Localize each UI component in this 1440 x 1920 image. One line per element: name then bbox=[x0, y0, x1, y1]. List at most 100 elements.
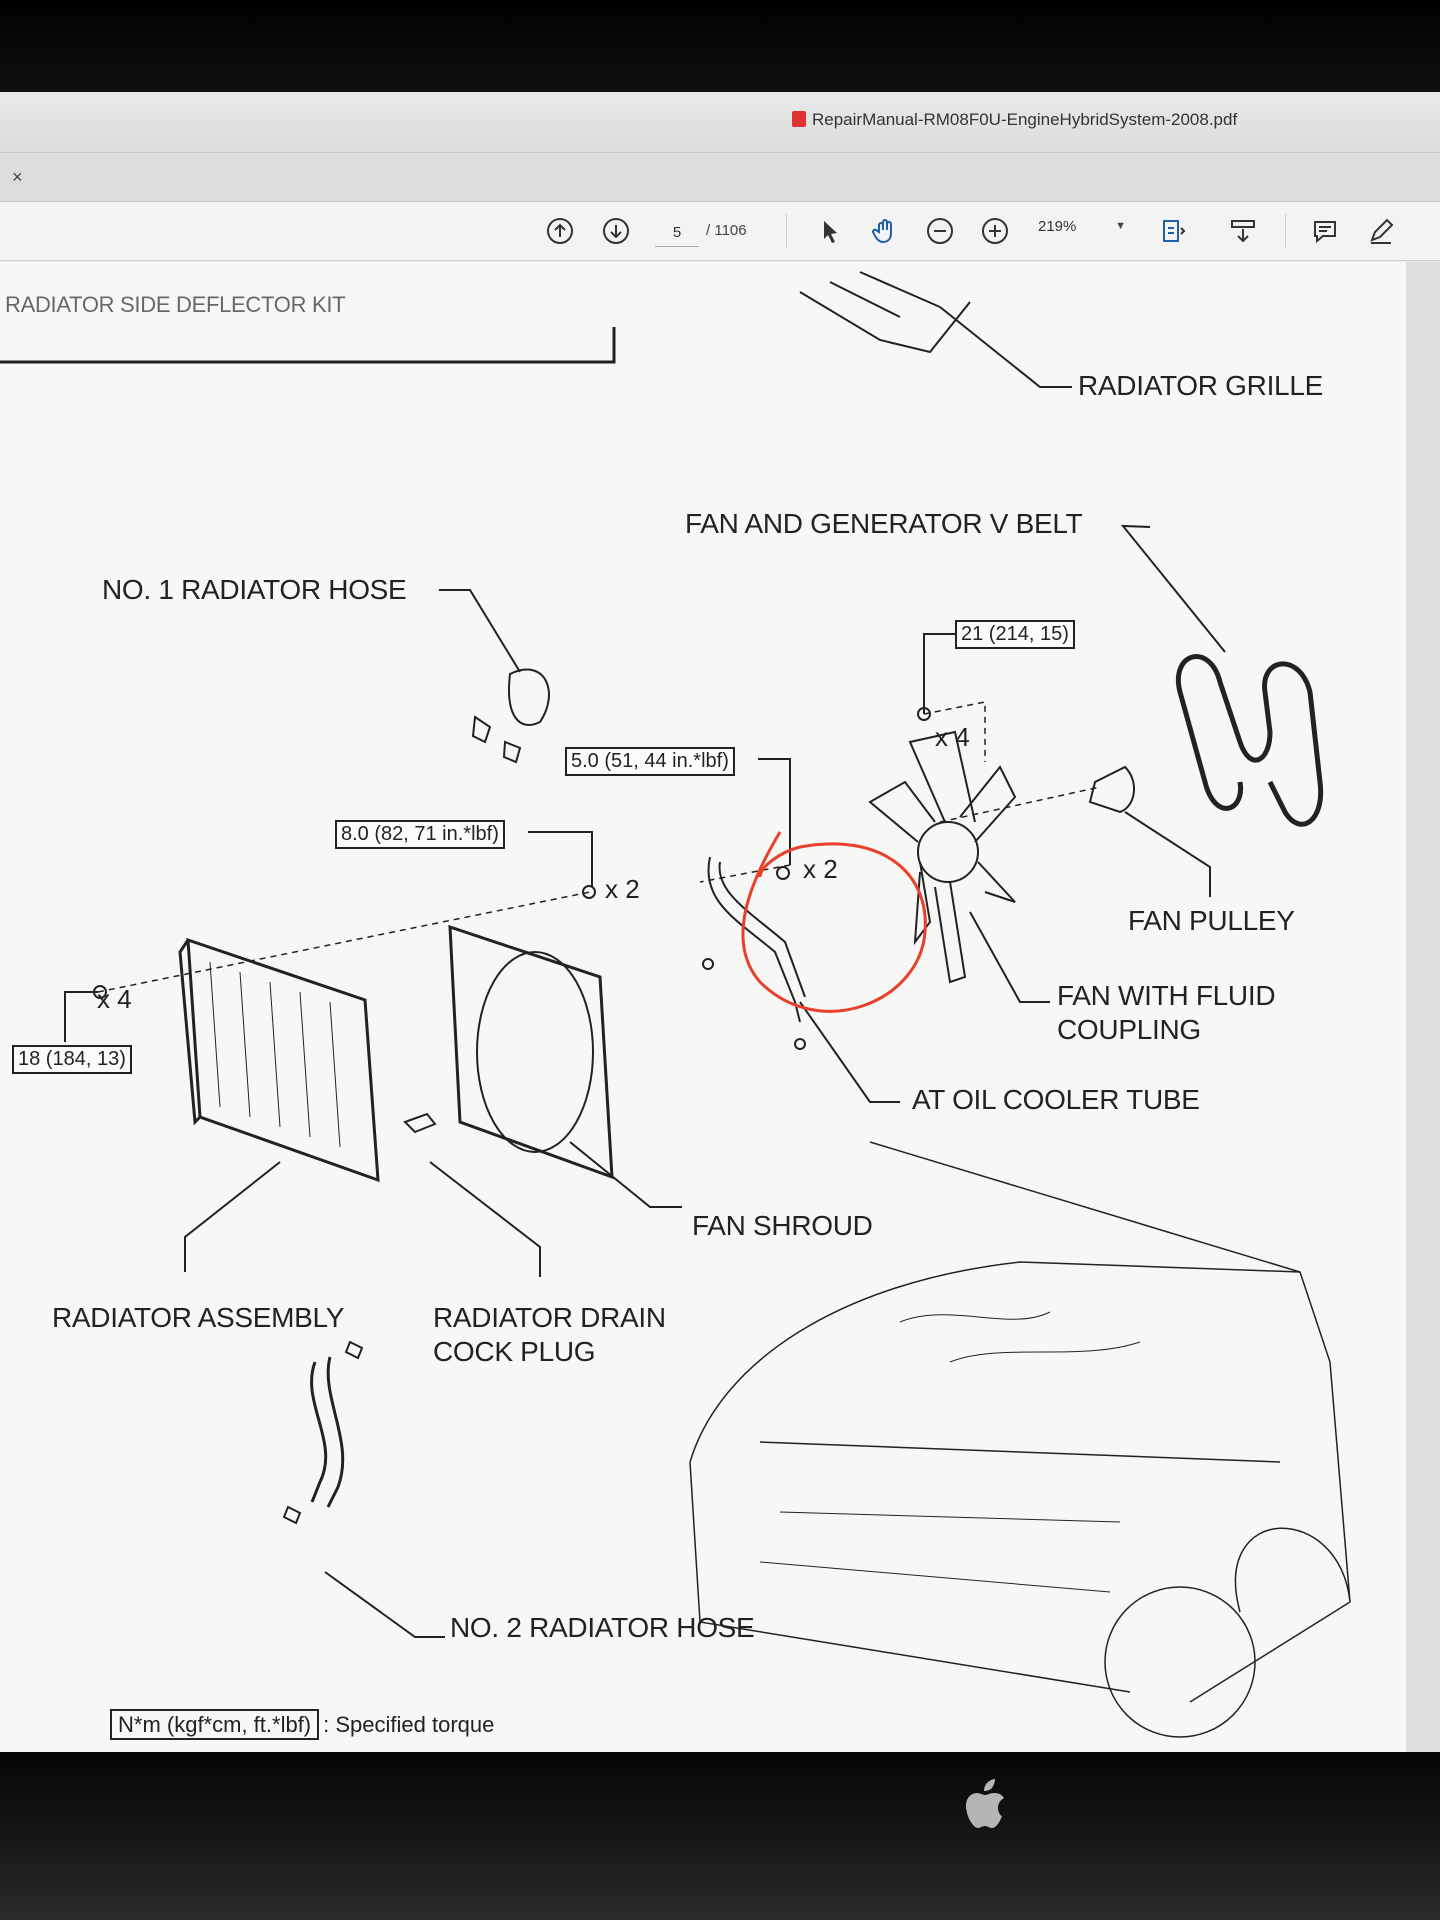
radiator-grille-part bbox=[799, 271, 971, 354]
zoom-in-button[interactable] bbox=[980, 216, 1010, 246]
monitor-bezel-bottom bbox=[0, 1752, 1440, 1920]
bolt-radiator bbox=[93, 985, 107, 999]
pdf-page[interactable]: RADIATOR SIDE DEFLECTOR KIT RADIATOR GRI… bbox=[0, 262, 1406, 1757]
page-fit-icon bbox=[1163, 220, 1186, 242]
pdf-viewer-window: RepairManual-RM08F0U-EngineHybridSystem-… bbox=[0, 92, 1440, 1757]
header-box-outline bbox=[0, 327, 616, 364]
close-icon[interactable]: × bbox=[12, 167, 23, 187]
label-fan-fluid-coupling-1: FAN WITH FLUID bbox=[1057, 980, 1276, 1011]
comment-button[interactable] bbox=[1310, 216, 1340, 246]
toolbar-divider bbox=[1285, 214, 1286, 248]
hose-clamp-part bbox=[282, 1340, 364, 1525]
oil-cooler-fitting bbox=[702, 958, 714, 970]
oil-cooler-fitting bbox=[794, 1038, 806, 1050]
no1-radiator-hose-part bbox=[471, 668, 550, 764]
label-fan-generator-belt: FAN AND GENERATOR V BELT bbox=[685, 508, 1083, 539]
oil-cooler-tube-part bbox=[707, 856, 806, 1023]
quantity-fan-bolts: x 4 bbox=[935, 722, 970, 752]
pointer-icon bbox=[824, 221, 837, 243]
apple-logo-icon bbox=[966, 1779, 1004, 1828]
leader-line-oil-cooler bbox=[799, 1001, 900, 1103]
torque-box-21: 21 (214, 15) bbox=[955, 620, 1075, 649]
leader-line-no1-hose bbox=[439, 589, 521, 673]
fan-belt-part bbox=[1175, 654, 1324, 827]
leader-line-drain-plug bbox=[429, 1161, 541, 1277]
tab-strip: × bbox=[0, 153, 1440, 202]
torque-leader-21 bbox=[923, 633, 955, 714]
previous-page-button[interactable] bbox=[545, 216, 575, 246]
select-tool-button[interactable] bbox=[815, 216, 845, 246]
pen-button[interactable] bbox=[1366, 216, 1396, 246]
scroll-mode-button[interactable] bbox=[1228, 216, 1258, 246]
arrow-up-circle-icon bbox=[547, 218, 573, 244]
torque-legend: N*m (kgf*cm, ft.*lbf): Specified torque bbox=[110, 1709, 495, 1740]
pen-icon bbox=[1370, 218, 1394, 244]
label-fan-fluid-coupling-2: COUPLING bbox=[1057, 1014, 1201, 1045]
quantity-shroud-bolts: x 2 bbox=[605, 874, 640, 904]
torque-legend-box: N*m (kgf*cm, ft.*lbf) bbox=[110, 1709, 320, 1740]
no2-radiator-hose-part bbox=[310, 1356, 345, 1508]
label-radiator-drain-1: RADIATOR DRAIN bbox=[433, 1302, 666, 1333]
label-no1-radiator-hose: NO. 1 RADIATOR HOSE bbox=[102, 574, 407, 605]
zoom-out-icon bbox=[927, 218, 953, 244]
label-fan-pulley: FAN PULLEY bbox=[1128, 905, 1295, 936]
zoom-in-icon bbox=[982, 218, 1008, 244]
quantity-radiator-bolts: x 4 bbox=[97, 984, 132, 1014]
leader-line-radiator-grille bbox=[939, 306, 1072, 388]
radiator-drain-plug-part bbox=[403, 1112, 437, 1134]
zoom-out-button[interactable] bbox=[925, 216, 955, 246]
parts-diagram bbox=[0, 271, 1351, 1738]
header-fragment-text: RADIATOR SIDE DEFLECTOR KIT bbox=[5, 292, 346, 317]
engine-bay-lines bbox=[759, 1311, 1141, 1593]
vehicle-sketch bbox=[689, 1141, 1351, 1703]
torque-box-18: 18 (184, 13) bbox=[12, 1045, 132, 1074]
label-fan-shroud: FAN SHROUD bbox=[692, 1210, 873, 1241]
fan-hub-part bbox=[917, 821, 979, 883]
chevron-down-icon: ▼ bbox=[1115, 220, 1126, 232]
scroll-mode-icon bbox=[1231, 220, 1255, 243]
label-radiator-drain-2: COCK PLUG bbox=[433, 1336, 596, 1367]
page-gutter bbox=[1406, 262, 1440, 1757]
pdf-toolbar: / 1106 219% ▼ bbox=[0, 202, 1440, 261]
leader-line-fan-pulley bbox=[1124, 811, 1211, 897]
document-title-text: RepairManual-RM08F0U-EngineHybridSystem-… bbox=[812, 110, 1238, 129]
leader-line-fan-belt bbox=[1120, 524, 1226, 653]
label-radiator-assembly: RADIATOR ASSEMBLY bbox=[52, 1302, 345, 1333]
page-number-input[interactable] bbox=[655, 218, 699, 247]
hand-tool-button[interactable] bbox=[870, 216, 900, 246]
vehicle-wheel bbox=[1104, 1586, 1256, 1738]
leader-line-no2-hose bbox=[324, 1571, 445, 1638]
title-bar: RepairManual-RM08F0U-EngineHybridSystem-… bbox=[0, 92, 1440, 153]
fan-blades-part bbox=[868, 730, 1017, 984]
torque-leader-50 bbox=[758, 758, 791, 865]
torque-leader-18 bbox=[64, 991, 98, 1042]
fan-shroud-opening bbox=[476, 951, 594, 1153]
document-title: RepairManual-RM08F0U-EngineHybridSystem-… bbox=[792, 110, 1237, 130]
monitor-bezel-top bbox=[0, 0, 1440, 100]
bolt-fan bbox=[917, 707, 931, 721]
bolt-cooler bbox=[776, 866, 790, 880]
assembly-dashed-lines bbox=[97, 701, 1101, 993]
fan-pulley-part bbox=[1088, 765, 1135, 814]
zoom-level-select[interactable]: 219% ▼ bbox=[1038, 218, 1130, 244]
leader-line-fan-coupling bbox=[969, 911, 1050, 1003]
next-page-button[interactable] bbox=[601, 216, 631, 246]
torque-box-50: 5.0 (51, 44 in.*lbf) bbox=[565, 747, 735, 776]
hand-icon bbox=[872, 219, 892, 244]
comment-icon bbox=[1314, 221, 1336, 244]
radiator-assembly-part bbox=[178, 937, 380, 1183]
pdf-file-icon bbox=[792, 111, 806, 127]
quantity-cooler-bolts: x 2 bbox=[803, 854, 838, 884]
bolt-shroud bbox=[582, 885, 596, 899]
label-at-oil-cooler-tube: AT OIL COOLER TUBE bbox=[912, 1084, 1200, 1115]
page-total: / 1106 bbox=[706, 222, 747, 239]
leader-line-fan-shroud bbox=[569, 1141, 682, 1208]
torque-legend-text: : Specified torque bbox=[323, 1712, 495, 1737]
torque-box-80: 8.0 (82, 71 in.*lbf) bbox=[335, 820, 505, 849]
label-no2-radiator-hose: NO. 2 RADIATOR HOSE bbox=[450, 1612, 755, 1643]
label-radiator-grille: RADIATOR GRILLE bbox=[1078, 370, 1323, 401]
arrow-down-circle-icon bbox=[603, 218, 629, 244]
fan-shroud-part bbox=[448, 924, 614, 1180]
zoom-level-value: 219% bbox=[1038, 218, 1077, 235]
page-fit-button[interactable] bbox=[1158, 216, 1188, 246]
